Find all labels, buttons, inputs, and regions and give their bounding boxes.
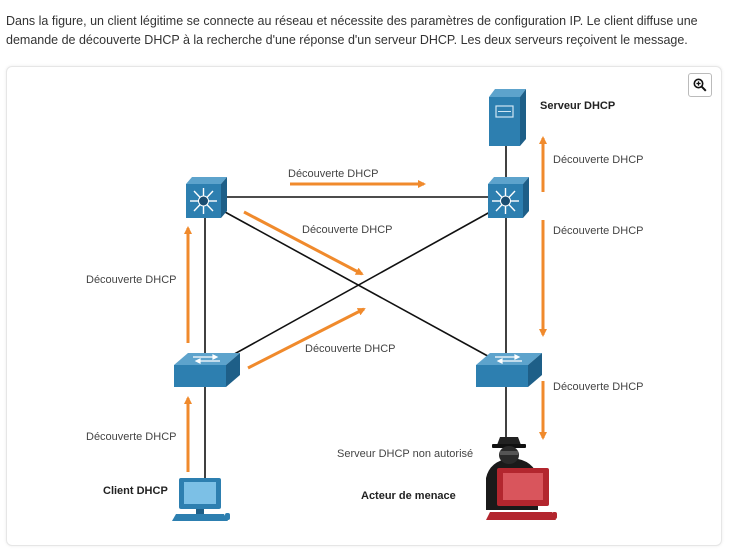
dhcp-discover-arrows (184, 136, 547, 472)
dhcp-server-icon (489, 89, 526, 146)
zoom-in-icon (693, 78, 707, 92)
rogue-server-label: Serveur DHCP non autorisé (337, 448, 473, 460)
link-ms2-sw1 (219, 211, 491, 363)
access-switch-left-icon (174, 353, 240, 387)
arrow-diag-up (247, 307, 366, 370)
discover-label-diag-mid: Découverte DHCP (302, 224, 392, 236)
client-pc-icon (172, 478, 230, 521)
network-links (204, 145, 507, 478)
discover-label-right-mid: Découverte DHCP (553, 225, 643, 237)
diagram-card (6, 66, 722, 546)
dhcp-client-label: Client DHCP (103, 485, 168, 497)
zoom-in-button[interactable] (688, 73, 712, 97)
link-ms1-sw2 (224, 211, 496, 361)
discover-label-diag-low: Découverte DHCP (305, 343, 395, 355)
discover-label-left-low: Découverte DHCP (86, 431, 176, 443)
access-switch-right-icon (476, 353, 542, 387)
arrow-diag-down (243, 210, 364, 276)
multilayer-switch-right-icon (488, 177, 529, 218)
threat-actor-label: Acteur de menace (361, 490, 456, 502)
discover-label-top: Découverte DHCP (288, 168, 378, 180)
threat-actor-icon (486, 437, 557, 520)
intro-text: Dans la figure, un client légitime se co… (6, 14, 698, 47)
discover-label-right-server: Découverte DHCP (553, 154, 643, 166)
discover-label-right-low: Découverte DHCP (553, 381, 643, 393)
multilayer-switch-left-icon (186, 177, 227, 218)
discover-label-left-up: Découverte DHCP (86, 274, 176, 286)
dhcp-server-label: Serveur DHCP (540, 100, 615, 112)
